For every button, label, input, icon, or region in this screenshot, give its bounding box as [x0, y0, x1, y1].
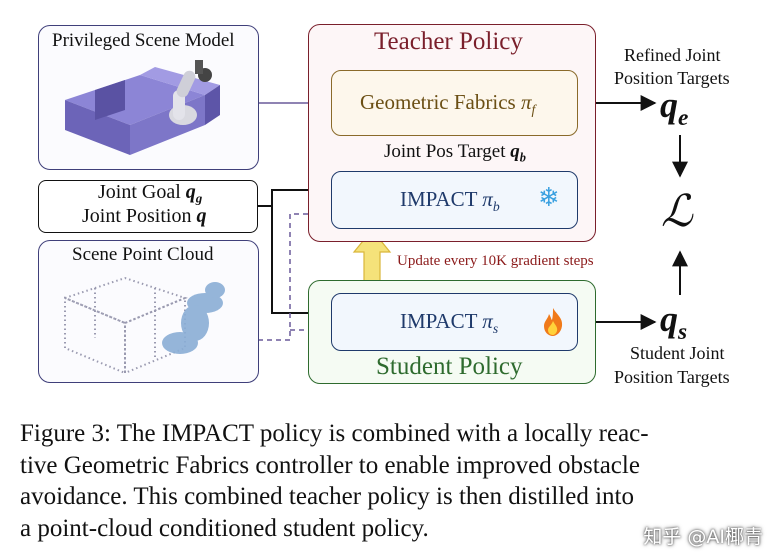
refined-targets-line2: Position Targets [614, 68, 730, 88]
scene-point-cloud-panel [38, 240, 259, 383]
caption-line: a point-cloud conditioned student policy… [20, 514, 429, 542]
figure-caption: Figure 3: The IMPACT policy is combined … [20, 418, 765, 544]
arrow-joint-to-teacher [257, 182, 330, 207]
update-note: Update every 10K gradient steps [397, 253, 594, 269]
student-policy-title: Student Policy [376, 353, 523, 380]
joint-pos-target-label: Joint Pos Target qb [384, 141, 526, 165]
impact-student-label: IMPACT πs [400, 309, 499, 336]
impact-teacher-label: IMPACT πb [400, 187, 500, 214]
robot-scene-illustration [65, 60, 220, 155]
point-cloud-illustration [62, 276, 225, 375]
loss-symbol: ℒ [661, 187, 693, 236]
geometric-fabrics-label: Geometric Fabrics πf [360, 90, 536, 117]
q-s-symbol: qs [660, 299, 688, 346]
caption-line: avoidance. This combined teacher policy … [20, 483, 634, 510]
impact-student-box [331, 293, 578, 351]
snowflake-icon: ❄ [538, 183, 560, 213]
caption-line: Figure 3: The IMPACT policy is combined … [20, 420, 649, 447]
q-e-symbol: qe [660, 85, 689, 132]
student-targets-line2: Position Targets [614, 367, 730, 387]
flame-icon [544, 308, 563, 336]
watermark: 知乎 @AI椰青 [643, 526, 763, 548]
student-targets-line1: Student Joint [630, 343, 725, 363]
refined-targets-line1: Refined Joint [624, 45, 721, 65]
joint-goal-label: Joint Goal qg [98, 181, 203, 206]
scene-point-cloud-label: Scene Point Cloud [72, 244, 214, 265]
impact-teacher-box [331, 171, 578, 229]
joint-position-label: Joint Position q [82, 205, 207, 227]
caption-line: tive Geometric Fabrics controller to ena… [20, 451, 640, 479]
teacher-policy-title: Teacher Policy [374, 28, 523, 55]
joint-input-box [38, 180, 258, 233]
privileged-scene-model-label: Privileged Scene Model [52, 30, 235, 51]
geometric-fabrics-box [331, 70, 578, 136]
